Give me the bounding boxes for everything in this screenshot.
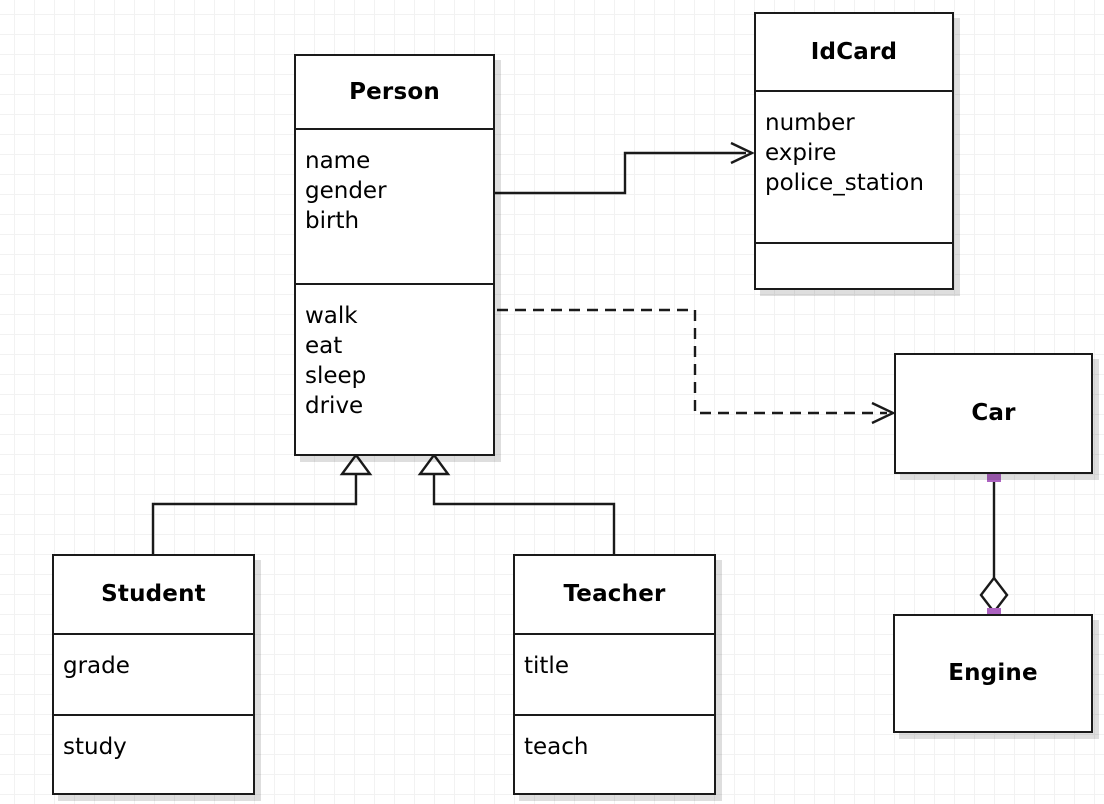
- operation-item: teach: [524, 734, 589, 760]
- operation-item: walk: [305, 303, 358, 329]
- operations-compartment: [756, 242, 952, 288]
- class-name-label: Car: [971, 400, 1016, 426]
- class-title-compartment: Engine: [895, 616, 1091, 731]
- generalization-student-person: [151, 452, 373, 554]
- attribute-item: title: [524, 653, 569, 679]
- operations-compartment: study: [54, 714, 253, 793]
- operation-item: eat: [305, 333, 343, 359]
- attributes-compartment: name gender birth: [296, 128, 493, 283]
- class-title-compartment: Car: [896, 355, 1091, 472]
- attributes-compartment: grade: [54, 633, 253, 714]
- operations-compartment: teach: [515, 714, 714, 793]
- attributes-compartment: number expire police_station: [756, 90, 952, 242]
- aggregation-car-engine: [979, 468, 1009, 622]
- attributes-compartment: title: [515, 633, 714, 714]
- attribute-item: police_station: [765, 170, 924, 196]
- class-name-label: Person: [349, 78, 440, 105]
- class-name-label: Engine: [948, 660, 1038, 686]
- uml-class-engine[interactable]: Engine: [893, 614, 1093, 733]
- class-name-label: Teacher: [563, 581, 666, 607]
- class-name-label: Student: [101, 581, 206, 607]
- attribute-item: expire: [765, 140, 837, 166]
- class-title-compartment: Teacher: [515, 556, 714, 633]
- class-title-compartment: Student: [54, 556, 253, 633]
- operations-compartment: walk eat sleep drive: [296, 283, 493, 454]
- uml-class-car[interactable]: Car: [894, 353, 1093, 474]
- uml-class-student[interactable]: Student grade study: [52, 554, 255, 795]
- uml-class-idcard[interactable]: IdCard number expire police_station: [754, 12, 954, 290]
- attribute-item: name: [305, 148, 371, 174]
- dependency-person-car: [497, 308, 896, 425]
- uml-class-person[interactable]: Person name gender birth walk eat sleep …: [294, 54, 495, 456]
- class-title-compartment: IdCard: [756, 14, 952, 90]
- attribute-item: number: [765, 110, 855, 136]
- class-name-label: IdCard: [810, 38, 898, 65]
- class-title-compartment: Person: [296, 56, 493, 128]
- operation-item: study: [63, 734, 127, 760]
- attribute-item: grade: [63, 653, 130, 679]
- operation-item: sleep: [305, 363, 367, 389]
- attribute-item: birth: [305, 208, 360, 234]
- uml-class-teacher[interactable]: Teacher title teach: [513, 554, 716, 795]
- association-person-idcard: [494, 141, 755, 195]
- attribute-item: gender: [305, 178, 387, 204]
- operation-item: drive: [305, 393, 364, 419]
- generalization-teacher-person: [417, 452, 616, 554]
